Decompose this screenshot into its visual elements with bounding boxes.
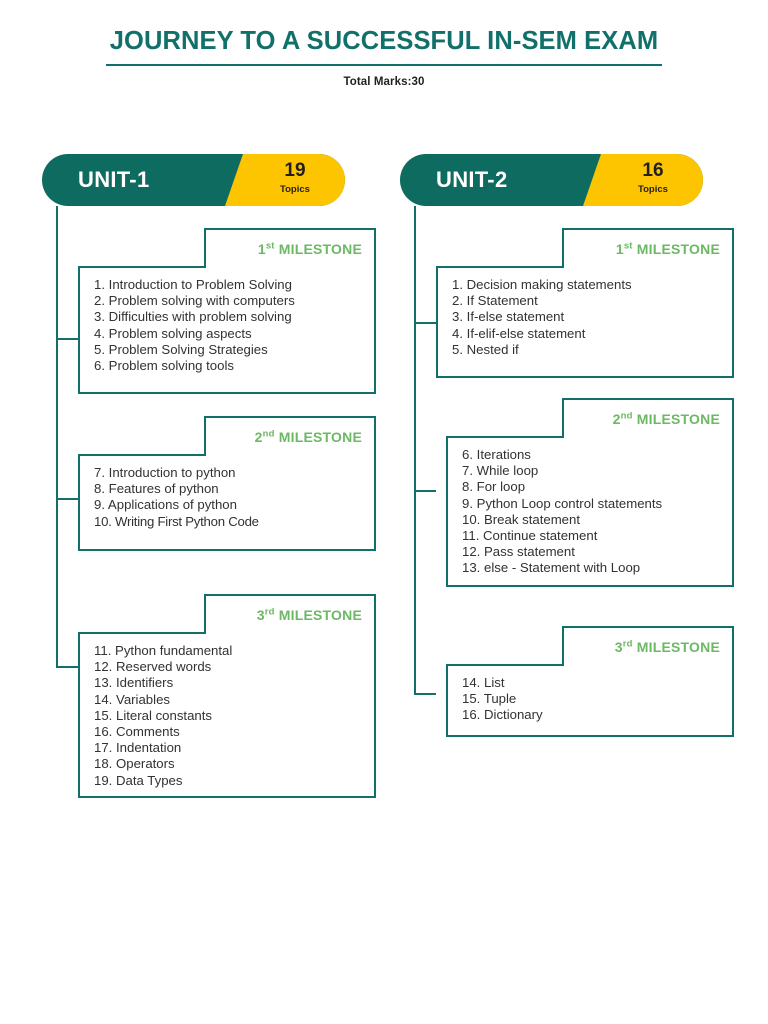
corner-mask (564, 435, 732, 439)
unit-name-label: UNIT-1 (78, 167, 150, 192)
list-item: 16. Dictionary (462, 707, 543, 723)
milestone-connector (414, 322, 436, 324)
unit-badge-1[interactable]: UNIT-1 19 Topics (42, 154, 345, 206)
page-header: JOURNEY TO A SUCCESSFUL IN-SEM EXAM Tota… (0, 26, 768, 88)
unit-badge-count-panel (583, 154, 703, 206)
list-item: 18. Operators (94, 756, 175, 772)
unit-topic-count: 19 (284, 160, 306, 181)
milestone-label-box: 2nd MILESTONE (562, 398, 734, 438)
corner-mask (564, 265, 732, 269)
list-item: 17. Indentation (94, 740, 182, 756)
list-item: 6. Problem solving tools (94, 358, 235, 374)
list-item: 14. Variables (94, 691, 170, 707)
list-item: 16. Comments (94, 724, 180, 740)
list-item: 12. Pass statement (462, 544, 575, 560)
unit-column-1: UNIT-1 19 Topics 1st MILESTONE 1. Introd… (42, 0, 376, 1024)
milestone-body-box: 11. Python fundamental 12. Reserved word… (78, 632, 376, 798)
unit-column-2: UNIT-2 16 Topics 1st MILESTONE 1. Decisi… (400, 0, 734, 1024)
unit-topic-count: 16 (642, 160, 664, 181)
milestone-label-box: 1st MILESTONE (204, 228, 376, 268)
list-item: 13. else - Statement with Loop (462, 560, 641, 576)
list-item: 15. Tuple (462, 691, 517, 707)
list-item: 1. Decision making statements (452, 277, 632, 292)
unit-topic-count-word: Topics (280, 184, 310, 195)
unit-badge-count-panel (225, 154, 345, 206)
corner-mask (564, 663, 732, 667)
milestone-label-text: 2nd MILESTONE (254, 428, 362, 445)
corner-mask (206, 453, 374, 457)
unit-topic-count-word: Topics (638, 184, 668, 195)
list-item: 12. Reserved words (94, 659, 212, 675)
milestone-topic-list: 11. Python fundamental 12. Reserved word… (80, 634, 374, 798)
milestone-connector (414, 693, 436, 695)
milestone-topic-list: 6. Iterations 7. While loop 8. For loop … (448, 438, 732, 586)
milestone-label-text: 3rd MILESTONE (256, 606, 362, 623)
list-item: 11. Continue statement (462, 528, 598, 544)
milestone-body-box: 14. List 15. Tuple 16. Dictionary (446, 664, 734, 737)
list-item: 8. For loop (462, 479, 526, 495)
unit-name-label: UNIT-2 (436, 167, 508, 192)
list-item: 9. Applications of python (94, 497, 237, 513)
list-item: 10. Break statement (462, 511, 581, 527)
list-item: 11. Python fundamental (94, 643, 233, 658)
milestone-body-box: 7. Introduction to python 8. Features of… (78, 454, 376, 551)
list-item: 7. While loop (462, 463, 539, 479)
milestone-label-text: 1st MILESTONE (257, 240, 362, 257)
page-title: JOURNEY TO A SUCCESSFUL IN-SEM EXAM (105, 26, 663, 66)
list-item: 5. Nested if (452, 341, 519, 357)
list-item: 14. List (462, 675, 505, 690)
list-item: 4. Problem solving aspects (94, 325, 252, 341)
list-item: 10. Writing First Python Code (94, 513, 259, 529)
corner-mask (206, 265, 374, 269)
milestone-body-box: 1. Decision making statements 2. If Stat… (436, 266, 734, 378)
list-item: 5. Problem Solving Strategies (94, 341, 268, 357)
total-marks-label: Total Marks:30 (343, 75, 425, 88)
milestone-topic-list: 7. Introduction to python 8. Features of… (80, 456, 374, 539)
milestone-label-box: 3rd MILESTONE (204, 594, 376, 634)
milestone-label-box: 1st MILESTONE (562, 228, 734, 268)
list-item: 9. Python Loop control statements (462, 495, 663, 511)
unit-spine-1 (56, 206, 58, 666)
milestone-topic-list: 14. List 15. Tuple 16. Dictionary (448, 666, 732, 733)
milestone-label-text: 3rd MILESTONE (614, 638, 720, 655)
list-item: 2. Problem solving with computers (94, 293, 295, 309)
milestone-connector (56, 338, 78, 340)
list-item: 3. Difficulties with problem solving (94, 309, 292, 325)
list-item: 13. Identifiers (94, 675, 174, 691)
milestone-label-text: 1st MILESTONE (615, 240, 720, 257)
list-item: 2. If Statement (452, 293, 538, 309)
milestone-label-box: 3rd MILESTONE (562, 626, 734, 666)
milestone-topic-list: 1. Introduction to Problem Solving 2. Pr… (80, 268, 374, 383)
list-item: 8. Features of python (94, 481, 219, 497)
milestone-body-box: 6. Iterations 7. While loop 8. For loop … (446, 436, 734, 587)
list-item: 1. Introduction to Problem Solving (94, 277, 292, 292)
milestone-label-text: 2nd MILESTONE (612, 410, 720, 427)
list-item: 19. Data Types (94, 772, 183, 788)
list-item: 7. Introduction to python (94, 465, 236, 480)
list-item: 6. Iterations (462, 447, 531, 462)
milestone-body-box: 1. Introduction to Problem Solving 2. Pr… (78, 266, 376, 394)
unit-spine-2 (414, 206, 416, 693)
list-item: 15. Literal constants (94, 707, 213, 723)
milestone-connector (56, 498, 78, 500)
list-item: 3. If-else statement (452, 309, 565, 325)
unit-badge-2[interactable]: UNIT-2 16 Topics (400, 154, 703, 206)
list-item: 4. If-elif-else statement (452, 325, 586, 341)
milestone-topic-list: 1. Decision making statements 2. If Stat… (438, 268, 732, 367)
corner-mask (206, 631, 374, 635)
milestone-connector (414, 490, 436, 492)
milestone-label-box: 2nd MILESTONE (204, 416, 376, 456)
milestone-connector (56, 666, 78, 668)
